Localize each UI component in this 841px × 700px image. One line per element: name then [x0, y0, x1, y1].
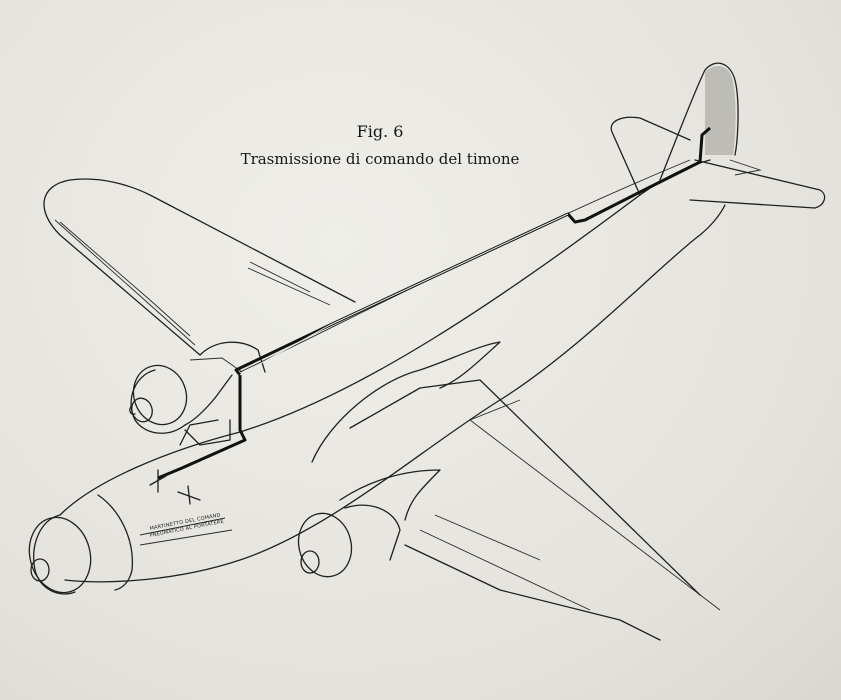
left-engine	[129, 341, 266, 446]
figure-caption: Fig. 6 Trasmissione di comando del timon…	[200, 122, 560, 170]
right-engine	[297, 469, 441, 578]
right-wing	[311, 341, 721, 641]
rudder-control-cable	[149, 126, 711, 505]
figure-title: Trasmissione di comando del timone	[240, 150, 520, 168]
fuselage	[59, 159, 726, 583]
nose	[28, 494, 134, 595]
left-wing	[43, 178, 356, 356]
tail	[610, 62, 826, 209]
figure-number: Fig. 6	[356, 122, 404, 141]
actuator-callout: MARTINETTO DEL COMAND PNEUMATICO AL PORT…	[139, 512, 233, 546]
